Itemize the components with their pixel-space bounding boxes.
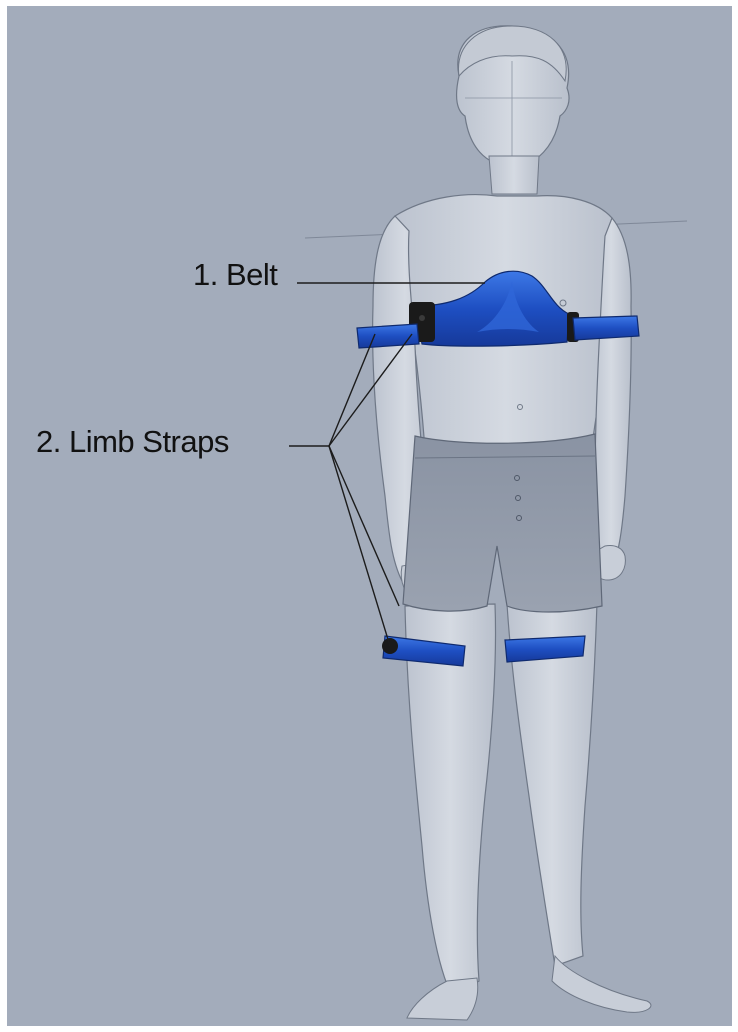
diagram-canvas: 1. Belt 2. Limb Straps (7, 6, 732, 1026)
left-arm-strap (573, 316, 639, 340)
neck (489, 156, 539, 194)
limb-straps-label: 2. Limb Straps (36, 426, 229, 457)
head (457, 26, 569, 166)
right-foot (407, 978, 478, 1020)
human-figure-illustration (7, 6, 732, 1026)
left-foot (552, 956, 651, 1012)
belt-label: 1. Belt (193, 259, 277, 290)
shorts (403, 434, 602, 612)
